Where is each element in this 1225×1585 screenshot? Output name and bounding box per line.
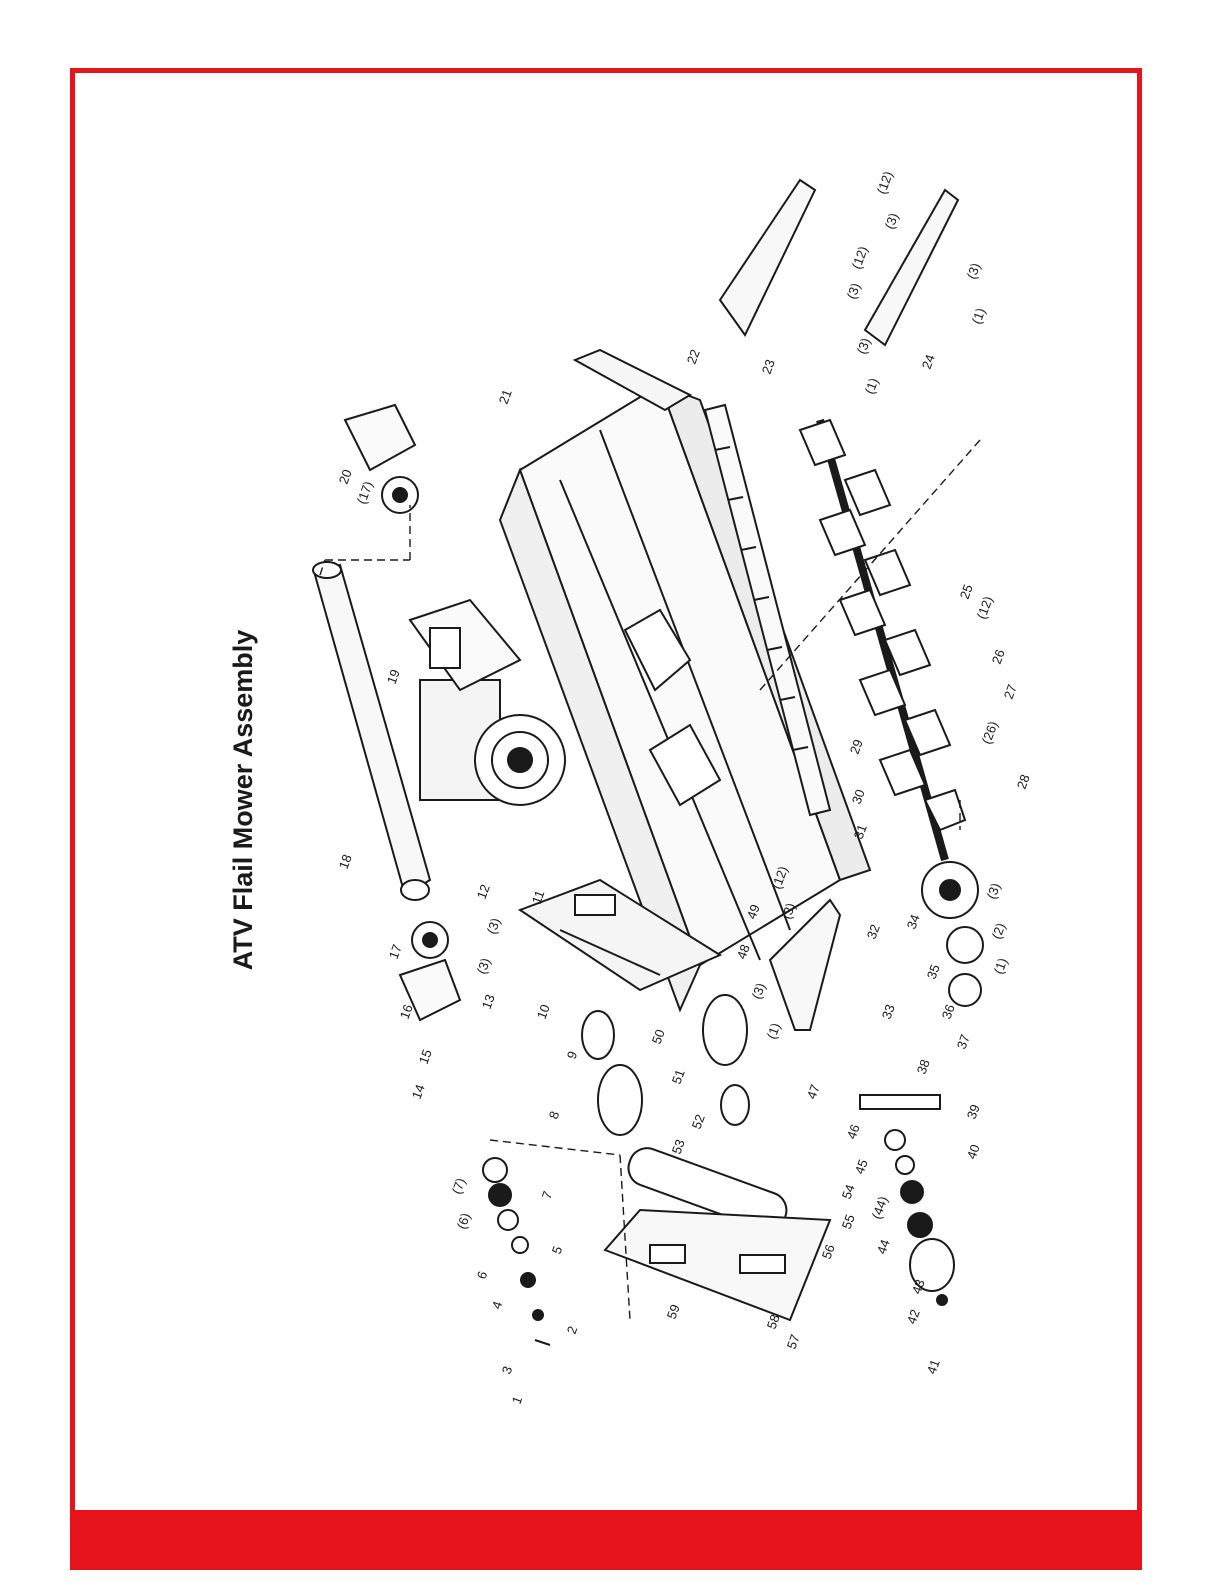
part-label-51: 51: [669, 1067, 688, 1086]
part-label-32: 32: [864, 922, 883, 941]
part-label-p3i: (3): [984, 881, 1004, 901]
part-label-12: 12: [474, 882, 493, 901]
part-label-46: 46: [844, 1122, 863, 1141]
part-label-10: 10: [534, 1002, 553, 1021]
part-label-8: 8: [546, 1109, 563, 1121]
rotor-pulley: [922, 862, 983, 1006]
skid-24: [865, 190, 958, 345]
part-label-6b: (6): [454, 1211, 474, 1231]
part-label-6: 6: [474, 1269, 491, 1281]
part-label-53: 53: [669, 1137, 688, 1156]
part-label-p1d: (1): [991, 956, 1011, 976]
roller: [313, 562, 430, 900]
part-label-7: 7: [539, 1189, 556, 1201]
part-label-47: 47: [804, 1082, 823, 1101]
part-label-p1c: (1): [764, 1021, 784, 1041]
part-label-15: 15: [416, 1047, 435, 1066]
part-label-p3g: (3): [749, 981, 769, 1001]
part-label-9: 9: [564, 1049, 581, 1061]
part-label-41: 41: [924, 1357, 943, 1376]
part-label-7b: (7): [449, 1176, 469, 1196]
part-label-21: 21: [496, 387, 515, 406]
part-label-36: 36: [939, 1002, 958, 1021]
part-label-p1b: (1): [969, 306, 989, 326]
drive-pulleys: [582, 995, 749, 1135]
part-label-26b: (26): [979, 719, 1001, 746]
belt-cover: [605, 1210, 830, 1320]
part-label-44b: (44): [869, 1194, 891, 1221]
part-label-p1a: (1): [862, 376, 882, 396]
part-label-p12d: (12): [974, 594, 996, 621]
shaft-parts-left: [483, 1158, 550, 1345]
part-label-30: 30: [849, 787, 868, 806]
part-label-37: 37: [954, 1032, 973, 1051]
part-label-3: 3: [499, 1364, 516, 1376]
part-label-28: 28: [1014, 772, 1033, 791]
part-label-44: 44: [874, 1237, 893, 1256]
part-label-p3b: (3): [844, 281, 864, 301]
bracket: [770, 900, 840, 1030]
part-label-48: 48: [734, 942, 753, 961]
skid-23: [720, 180, 815, 335]
part-label-p3f: (3): [484, 916, 504, 936]
part-label-20: 20: [336, 467, 355, 486]
part-label-42: 42: [904, 1307, 923, 1326]
part-label-23: 23: [759, 357, 778, 376]
part-label-p2a: (2): [989, 921, 1009, 941]
part-label-40: 40: [964, 1142, 983, 1161]
part-label-18: 18: [336, 852, 355, 871]
part-label-57: 57: [784, 1332, 803, 1351]
part-label-39: 39: [964, 1102, 983, 1121]
part-label-27: 27: [1001, 682, 1020, 701]
part-label-33: 33: [879, 1002, 898, 1021]
part-label-17: 17: [386, 942, 405, 961]
part-label-p12a: (12): [849, 244, 871, 271]
part-label-p3d: (3): [964, 261, 984, 281]
part-label-p3a: (3): [854, 336, 874, 356]
part-label-55: 55: [839, 1212, 858, 1231]
part-label-34: 34: [904, 912, 923, 931]
part-label-1: 1: [509, 1394, 526, 1406]
part-label-25: 25: [957, 582, 976, 601]
part-label-p3e: (3): [474, 956, 494, 976]
part-label-17b: (17): [354, 479, 376, 506]
part-label-26: 26: [989, 647, 1008, 666]
part-label-56: 56: [819, 1242, 838, 1261]
part-label-4: 4: [489, 1299, 506, 1311]
part-label-13: 13: [479, 992, 498, 1011]
part-label-19: 19: [384, 667, 403, 686]
part-label-35: 35: [924, 962, 943, 981]
part-label-54: 54: [839, 1182, 858, 1201]
part-label-14: 14: [409, 1082, 428, 1101]
part-label-29: 29: [847, 737, 866, 756]
part-label-45: 45: [852, 1157, 871, 1176]
part-label-2: 2: [564, 1324, 581, 1336]
part-label-24: 24: [919, 352, 938, 371]
part-label-59: 59: [664, 1302, 683, 1321]
part-label-38: 38: [914, 1057, 933, 1076]
part-label-22: 22: [684, 347, 703, 366]
part-label-p3c: (3): [882, 211, 902, 231]
part-label-50: 50: [649, 1027, 668, 1046]
part-label-5: 5: [549, 1244, 566, 1256]
part-label-52: 52: [689, 1112, 708, 1131]
part-label-p12b: (12): [874, 169, 896, 196]
